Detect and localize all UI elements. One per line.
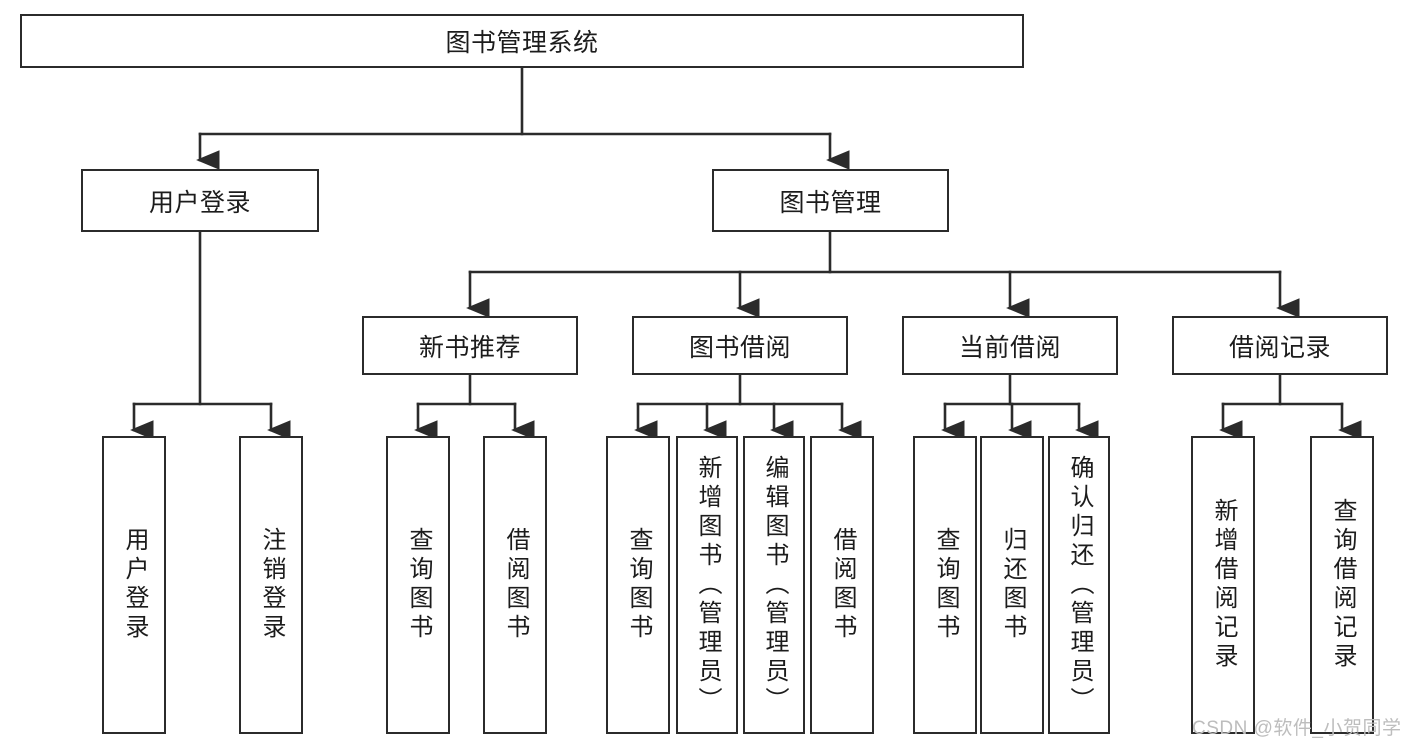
leaf-confirm-return-admin-label: 确认归还（管理员） (1066, 454, 1093, 716)
leaf-query-borrow-record[interactable]: 查询借阅记录 (1310, 436, 1374, 734)
node-current-borrow[interactable]: 当前借阅 (902, 316, 1118, 375)
leaf-edit-book-admin-label: 编辑图书（管理员） (761, 454, 788, 716)
leaf-user-login[interactable]: 用户登录 (102, 436, 166, 734)
leaf-add-borrow-record[interactable]: 新增借阅记录 (1191, 436, 1255, 734)
leaf-add-book-admin-label: 新增图书（管理员） (694, 454, 721, 716)
node-current-borrow-label: 当前借阅 (958, 333, 1061, 362)
leaf-return-book-label: 归还图书 (999, 527, 1026, 643)
node-book-borrow[interactable]: 图书借阅 (632, 316, 848, 375)
node-new-book-recommend-label: 新书推荐 (418, 333, 521, 362)
leaf-add-book-admin[interactable]: 新增图书（管理员） (676, 436, 738, 734)
leaf-query-book-borrow-label: 查询图书 (625, 527, 652, 643)
leaf-return-book[interactable]: 归还图书 (980, 436, 1044, 734)
node-user-login-label: 用户登录 (148, 188, 251, 217)
node-user-login[interactable]: 用户登录 (81, 169, 319, 232)
leaf-user-login-label: 用户登录 (121, 527, 148, 643)
node-borrow-records[interactable]: 借阅记录 (1172, 316, 1388, 375)
node-new-book-recommend[interactable]: 新书推荐 (362, 316, 578, 375)
leaf-query-book-recommend[interactable]: 查询图书 (386, 436, 450, 734)
node-book-borrow-label: 图书借阅 (688, 333, 791, 362)
node-borrow-records-label: 借阅记录 (1228, 333, 1331, 362)
leaf-borrow-book-label: 借阅图书 (829, 527, 856, 643)
leaf-borrow-book[interactable]: 借阅图书 (810, 436, 874, 734)
node-root-label: 图书管理系统 (445, 29, 599, 57)
csdn-watermark: CSDN @软件_小贺同学 (1192, 718, 1402, 739)
leaf-query-book-borrow[interactable]: 查询图书 (606, 436, 670, 734)
leaf-logout-label: 注销登录 (258, 527, 285, 643)
leaf-query-book-current[interactable]: 查询图书 (913, 436, 977, 734)
node-book-management-label: 图书管理 (779, 188, 882, 217)
leaf-logout[interactable]: 注销登录 (239, 436, 303, 734)
node-book-management[interactable]: 图书管理 (712, 169, 949, 232)
leaf-confirm-return-admin[interactable]: 确认归还（管理员） (1048, 436, 1110, 734)
leaf-query-book-recommend-label: 查询图书 (405, 527, 432, 643)
leaf-query-book-current-label: 查询图书 (932, 527, 959, 643)
leaf-edit-book-admin[interactable]: 编辑图书（管理员） (743, 436, 805, 734)
leaf-add-borrow-record-label: 新增借阅记录 (1210, 498, 1237, 672)
leaf-borrow-book-recommend-label: 借阅图书 (502, 527, 529, 643)
node-root[interactable]: 图书管理系统 (20, 14, 1024, 68)
leaf-borrow-book-recommend[interactable]: 借阅图书 (483, 436, 547, 734)
leaf-query-borrow-record-label: 查询借阅记录 (1329, 498, 1356, 672)
